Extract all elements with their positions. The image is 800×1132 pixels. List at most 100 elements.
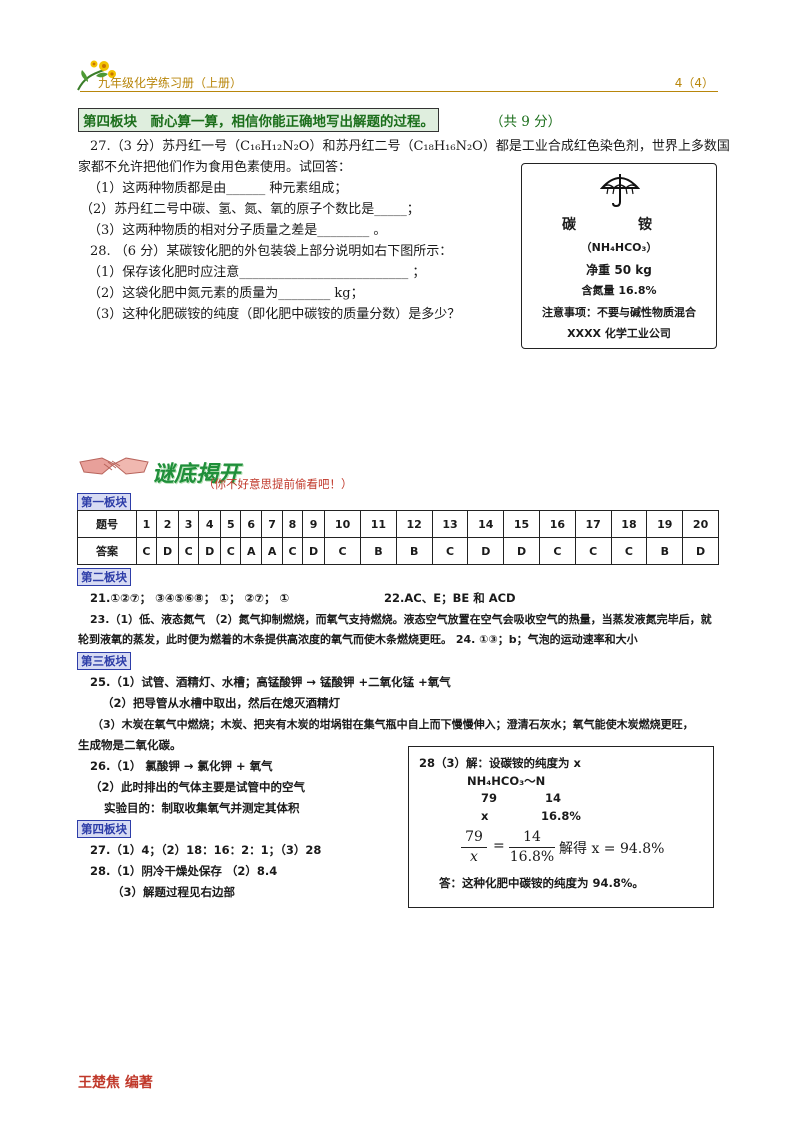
solution-unknown-x: x bbox=[481, 809, 489, 823]
table-cell: A bbox=[240, 537, 263, 565]
equals-sign: = bbox=[493, 838, 505, 854]
answer-21: 21.①②⑦； ③④⑤⑥⑧； ①； ②⑦； ① bbox=[90, 591, 290, 605]
answer-23-line1: 23.（1）低、液态氮气 （2）氮气抑制燃烧，而氧气支持燃烧。液态空气放置在空气… bbox=[90, 613, 712, 626]
question-27-part3: （3）这两种物质的相对分子质量之差是________ 。 bbox=[88, 223, 387, 238]
label-formula: （NH₄HCO₃） bbox=[580, 241, 658, 254]
answer-23-line2: 轮到液氧的蒸发，此时便为燃着的木条提供高浓度的氧气而使木条燃烧更旺。 24. ①… bbox=[78, 633, 638, 646]
table-cell: 1 bbox=[136, 510, 157, 538]
fertilizer-label: 碳 铵 （NH₄HCO₃） 净重 50 kg 含氮量 16.8% 注意事项：不要… bbox=[521, 163, 717, 349]
section4-title: 第四板块 耐心算一算，相信你能正确地写出解题的过程。 bbox=[78, 108, 439, 132]
solution-result: 解得 x = 94.8% bbox=[559, 841, 665, 857]
table-cell: C bbox=[282, 537, 303, 565]
answer-26-part1: 26.（1） 氯酸钾 → 氯化钾 + 氧气 bbox=[90, 759, 273, 773]
table-cell: 9 bbox=[301, 510, 326, 538]
answer-28-part3: （3）解题过程见右边部 bbox=[112, 885, 236, 899]
solution-box: 28（3）解：设碳铵的纯度为 x NH₄HCO₃～N 79 14 x 16.8%… bbox=[408, 746, 714, 908]
table-cell: 13 bbox=[431, 510, 469, 538]
table-cell: D bbox=[682, 537, 719, 565]
reveal-subtitle: （你不好意思提前偷看吧！） bbox=[203, 477, 353, 491]
block1-label: 第一板块 bbox=[77, 493, 131, 511]
solution-intro: 28（3）解：设碳铵的纯度为 x bbox=[419, 756, 581, 770]
table-cell: C bbox=[136, 537, 157, 565]
table-cell: 18 bbox=[610, 510, 648, 538]
label-company: XXXX 化学工业公司 bbox=[567, 327, 671, 340]
table-cell: C bbox=[610, 537, 648, 565]
table-cell: 15 bbox=[503, 510, 540, 538]
table-cell: 11 bbox=[359, 510, 397, 538]
table-cell: C bbox=[220, 537, 242, 565]
solution-mass-79: 79 bbox=[481, 791, 498, 805]
answer-25-part3: （3）木炭在氧气中燃烧；木炭、把夹有木炭的坩埚钳在集气瓶中自上而下慢慢伸入；澄清… bbox=[92, 718, 694, 731]
table-cell: C bbox=[178, 537, 200, 565]
question-27-line1: 27.（3 分）苏丹红一号（C₁₆H₁₂N₂O）和苏丹红二号（C₁₈H₁₆N₂O… bbox=[90, 139, 730, 154]
answer-22: 22.AC、E；BE 和 ACD bbox=[384, 591, 516, 605]
question-28-part2: （2）这袋化肥中氮元素的质量为________ kg； bbox=[88, 286, 364, 301]
fraction1-denominator: x bbox=[470, 849, 478, 865]
table-cell: C bbox=[538, 537, 576, 565]
page-number: 4（4） bbox=[674, 76, 714, 90]
author-credit: 王楚焦 编著 bbox=[78, 1075, 153, 1091]
question-28-line1: 28. （6 分）某碳铵化肥的外包装袋上部分说明如右下图所示： bbox=[90, 244, 453, 259]
question-28-part1: （1）保存该化肥时应注意__________________________ ； bbox=[88, 265, 426, 280]
solution-mass-14: 14 bbox=[545, 791, 562, 805]
table-cell: 4 bbox=[198, 510, 222, 538]
section4-score: （共 9 分） bbox=[490, 114, 562, 130]
table-header-number: 题号 bbox=[77, 510, 137, 538]
table-cell: B bbox=[359, 537, 397, 565]
solution-answer: 答：这种化肥中碳铵的纯度为 94.8%。 bbox=[439, 876, 644, 890]
table-cell: D bbox=[198, 537, 222, 565]
header-title: 九年级化学练习册（上册） bbox=[98, 76, 243, 90]
table-cell: C bbox=[431, 537, 469, 565]
block3-label: 第三板块 bbox=[77, 652, 131, 670]
answer-26-part2: （2）此时排出的气体主要是试管中的空气 bbox=[90, 780, 305, 794]
table-cell: 10 bbox=[324, 510, 361, 538]
fraction2-denominator: 16.8% bbox=[509, 849, 555, 865]
label-notice: 注意事项：不要与碱性物质混合 bbox=[542, 306, 696, 319]
table-cell: C bbox=[574, 537, 612, 565]
table-cell: 19 bbox=[646, 510, 684, 538]
table-cell: D bbox=[503, 537, 540, 565]
answer-25-part1: 25.（1）试管、酒精灯、水槽；高锰酸钾 → 锰酸钾 +二氧化锰 +氧气 bbox=[90, 675, 451, 689]
question-27-part2: （2）苏丹红二号中碳、氢、氮、氧的原子个数比是_____； bbox=[80, 202, 420, 217]
handshake-icon bbox=[79, 457, 149, 475]
table-cell: D bbox=[467, 537, 505, 565]
table-cell: 16 bbox=[538, 510, 576, 538]
table-cell: 20 bbox=[682, 510, 719, 538]
header-divider bbox=[80, 91, 718, 92]
table-cell: 2 bbox=[155, 510, 180, 538]
solution-percent: 16.8% bbox=[541, 809, 581, 823]
block2-label: 第二板块 bbox=[77, 568, 131, 586]
fraction2-numerator: 14 bbox=[523, 829, 541, 845]
label-product-name: 碳 铵 bbox=[562, 217, 676, 233]
answer-25-part3-cont: 生成物是二氧化碳。 bbox=[78, 738, 182, 752]
table-cell: A bbox=[261, 537, 284, 565]
answer-27: 27.（1）4；（2）18：16：2：1；（3）28 bbox=[90, 843, 322, 857]
table-cell: 5 bbox=[220, 510, 242, 538]
answer-table: 题号 1 2 3 4 5 6 7 8 9 10 11 12 13 14 15 1… bbox=[77, 510, 719, 565]
umbrella-icon bbox=[600, 174, 640, 208]
question-27-line2: 家都不允许把他们作为食用色素使用。试回答： bbox=[78, 160, 352, 175]
label-nitrogen-content: 含氮量 16.8% bbox=[581, 284, 657, 297]
table-cell: 3 bbox=[178, 510, 200, 538]
table-row-answers: 答案 C D C D C A A C D C B B C D D C C C B… bbox=[77, 537, 719, 565]
table-cell: 17 bbox=[574, 510, 612, 538]
fraction1-bar bbox=[461, 847, 487, 848]
table-cell: 14 bbox=[467, 510, 505, 538]
answer-25-part2: （2）把导管从水槽中取出，然后在熄灭酒精灯 bbox=[102, 696, 340, 710]
table-header-answer: 答案 bbox=[77, 537, 137, 565]
table-cell: 6 bbox=[240, 510, 263, 538]
solution-relation: NH₄HCO₃～N bbox=[467, 774, 546, 788]
table-cell: B bbox=[395, 537, 433, 565]
table-cell: C bbox=[324, 537, 361, 565]
label-net-weight: 净重 50 kg bbox=[586, 263, 652, 277]
table-cell: D bbox=[301, 537, 326, 565]
table-cell: B bbox=[646, 537, 684, 565]
table-cell: 8 bbox=[282, 510, 303, 538]
answer-28-part1-2: 28.（1）阴冷干燥处保存 （2）8.4 bbox=[90, 864, 278, 878]
table-cell: 12 bbox=[395, 510, 433, 538]
question-28-part3: （3）这种化肥碳铵的纯度（即化肥中碳铵的质量分数）是多少？ bbox=[88, 307, 461, 322]
table-row-numbers: 题号 1 2 3 4 5 6 7 8 9 10 11 12 13 14 15 1… bbox=[77, 510, 719, 538]
question-27-part1: （1）这两种物质都是由______ 种元素组成； bbox=[88, 181, 348, 196]
answer-26-purpose: 实验目的：制取收集氧气并测定其体积 bbox=[104, 801, 300, 815]
table-cell: D bbox=[155, 537, 180, 565]
